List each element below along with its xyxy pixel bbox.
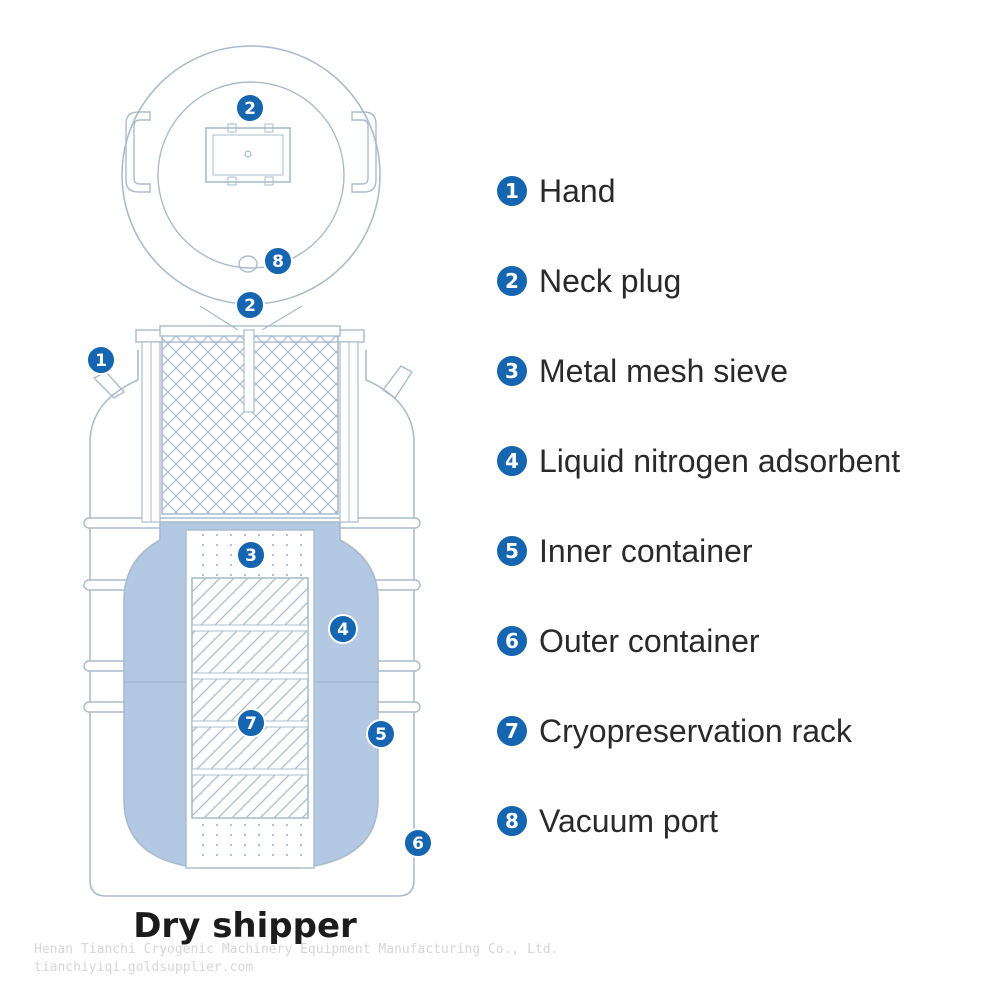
legend-item-cryopreservation-rack: 7 Cryopreservation rack bbox=[497, 711, 852, 751]
neck-plug-stem bbox=[243, 329, 255, 413]
legend-item-metal-mesh-sieve: 3 Metal mesh sieve bbox=[497, 351, 788, 391]
neck-plug-wire-left bbox=[199, 305, 239, 331]
legend-item-hand: 1 Hand bbox=[497, 171, 616, 211]
legend-number: 2 bbox=[497, 266, 527, 296]
legend-label: Inner container bbox=[539, 532, 753, 569]
legend-label: Hand bbox=[539, 172, 616, 209]
tube-perforation-bottom bbox=[190, 818, 310, 864]
callout-plug-top: 2 bbox=[235, 290, 265, 320]
callout-number: 1 bbox=[95, 351, 107, 371]
cryopreservation-rack bbox=[191, 577, 309, 819]
neck-plug-tab bbox=[227, 123, 237, 133]
callout-adsorbent: 4 bbox=[328, 614, 358, 644]
legend-label: Vacuum port bbox=[539, 802, 719, 839]
hand-left-pipe bbox=[92, 371, 126, 399]
callout-number: 3 bbox=[245, 546, 257, 566]
callout-number: 2 bbox=[244, 296, 256, 316]
rack-shelf bbox=[191, 672, 309, 680]
lid-top-view bbox=[121, 45, 381, 305]
watermark-url: tianchiyiqi.goldsupplier.com bbox=[34, 960, 254, 975]
callout-hand: 1 bbox=[86, 345, 116, 375]
legend-label: Neck plug bbox=[539, 262, 682, 299]
legend-number: 8 bbox=[497, 806, 527, 836]
neck-plug-wire-right bbox=[261, 305, 303, 331]
legend-label: Metal mesh sieve bbox=[539, 352, 788, 389]
legend-item-liquid-nitrogen-adsorbent: 4 Liquid nitrogen adsorbent bbox=[497, 441, 900, 481]
legend-number: 1 bbox=[497, 176, 527, 206]
callout-sieve: 3 bbox=[236, 540, 266, 570]
legend-item-outer-container: 6 Outer container bbox=[497, 621, 760, 661]
hand-right-pipe bbox=[381, 365, 414, 399]
lid-inner-ring bbox=[157, 81, 345, 269]
legend-label: Cryopreservation rack bbox=[539, 712, 852, 749]
lid-handle-right bbox=[351, 111, 377, 193]
callout-number: 7 bbox=[245, 714, 257, 734]
rack-shelf bbox=[191, 768, 309, 776]
neck-plug-tab bbox=[264, 176, 274, 186]
callout-rack: 7 bbox=[236, 708, 266, 738]
legend-label: Outer container bbox=[539, 622, 760, 659]
legend-number: 4 bbox=[497, 446, 527, 476]
neck-plug-square bbox=[205, 127, 291, 183]
legend-number: 3 bbox=[497, 356, 527, 386]
callout-number: 5 bbox=[375, 725, 387, 745]
figure-title: Dry shipper bbox=[133, 906, 357, 946]
legend-item-inner-container: 5 Inner container bbox=[497, 531, 752, 571]
legend-item-neck-plug: 2 Neck plug bbox=[497, 261, 681, 301]
callout-number: 8 bbox=[272, 252, 284, 272]
neck-plug-inner-square bbox=[212, 134, 284, 176]
callout-lid-vacuum-port: 8 bbox=[263, 246, 293, 276]
rack-shelf bbox=[191, 624, 309, 632]
neck-plug-tab bbox=[227, 176, 237, 186]
legend-number: 6 bbox=[497, 626, 527, 656]
legend-item-vacuum-port: 8 Vacuum port bbox=[497, 801, 718, 841]
callout-outer: 6 bbox=[403, 828, 433, 858]
callout-number: 2 bbox=[244, 99, 256, 119]
callout-lid-neck-plug: 2 bbox=[235, 93, 265, 123]
neck-plug-tab bbox=[264, 123, 274, 133]
legend-label: Liquid nitrogen adsorbent bbox=[539, 442, 901, 479]
watermark-company: Henan Tianchi Cryogenic Machinery Equipm… bbox=[34, 942, 559, 957]
neck-plug-center-hole bbox=[244, 150, 252, 158]
outer-container-body bbox=[89, 350, 415, 897]
callout-number: 6 bbox=[412, 834, 424, 854]
dry-shipper-section bbox=[83, 305, 421, 897]
callout-number: 4 bbox=[337, 620, 349, 640]
legend-number: 7 bbox=[497, 716, 527, 746]
lid-handle-left bbox=[125, 111, 151, 193]
callout-inner: 5 bbox=[366, 719, 396, 749]
legend-number: 5 bbox=[497, 536, 527, 566]
vacuum-port-top bbox=[238, 255, 258, 273]
